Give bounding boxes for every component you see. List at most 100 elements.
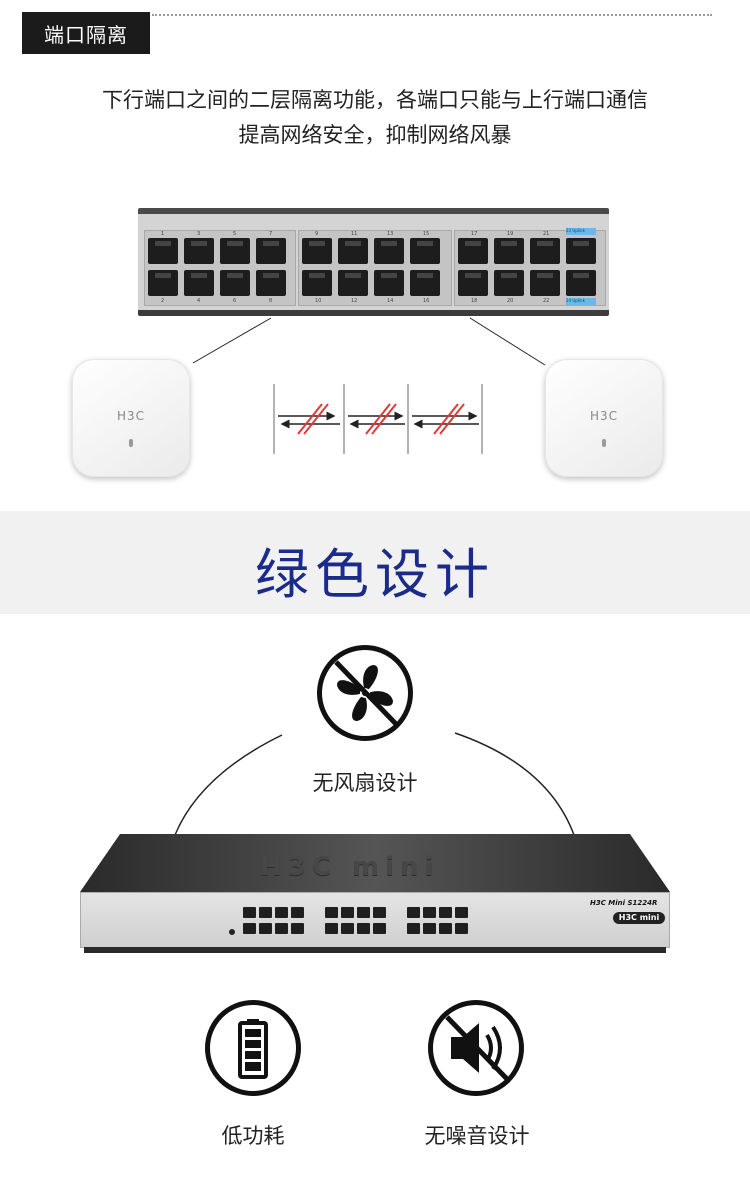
switch-brand-badge: H3C mini: [613, 912, 665, 924]
ethernet-port: [256, 238, 286, 264]
ethernet-port: [325, 907, 338, 918]
port-number: 7: [269, 231, 273, 237]
port-number: 22: [543, 298, 550, 304]
port-number: 2: [161, 298, 165, 304]
uplink-label: 24 Uplink: [566, 298, 596, 305]
port-number: 18: [471, 298, 478, 304]
ethernet-port: [256, 270, 286, 296]
ethernet-port: [302, 238, 332, 264]
port-number: 14: [387, 298, 394, 304]
ethernet-port: [566, 238, 596, 264]
ethernet-port: [407, 923, 420, 934]
port-number: 12: [351, 298, 358, 304]
switch-top-cover: [80, 834, 670, 892]
ethernet-port: [259, 907, 272, 918]
blocked-link-1: [278, 403, 340, 435]
no-fan-icon: [317, 645, 413, 741]
blocked-link-2: [348, 403, 405, 435]
ethernet-port: [275, 907, 288, 918]
uplink-label: 23 Uplink: [566, 228, 596, 235]
port-number: 10: [315, 298, 322, 304]
ethernet-port: [410, 238, 440, 264]
section-band: [0, 511, 750, 614]
battery-icon: [205, 1000, 301, 1096]
port-number: 16: [423, 298, 430, 304]
ethernet-port: [423, 907, 436, 918]
ethernet-port: [291, 923, 304, 934]
switch-engraved-logo: H3C mini: [260, 852, 440, 882]
ethernet-port: [243, 907, 256, 918]
ethernet-port: [439, 907, 452, 918]
ethernet-port: [325, 923, 338, 934]
ethernet-port: [455, 907, 468, 918]
ethernet-port: [220, 238, 250, 264]
ethernet-port: [341, 923, 354, 934]
ethernet-port: [455, 923, 468, 934]
feature-description-line2: 提高网络安全，抑制网络风暴: [238, 123, 512, 147]
connection-lines: [192, 317, 546, 366]
port-number: 3: [197, 231, 201, 237]
ethernet-port: [530, 238, 560, 264]
switch-front-panel: [80, 892, 670, 948]
port-number: 17: [471, 231, 478, 237]
ethernet-port: [373, 923, 386, 934]
port-number: 5: [233, 231, 237, 237]
ethernet-port: [458, 238, 488, 264]
ethernet-port: [439, 923, 452, 934]
port-number: 1: [161, 231, 165, 237]
ap-brand-logo: H3C: [116, 409, 146, 423]
access-point-right: H3C: [545, 359, 663, 477]
port-number: 21: [543, 231, 550, 237]
ap-led: [129, 439, 133, 447]
port-number: 13: [387, 231, 394, 237]
ethernet-port: [148, 270, 178, 296]
access-point-left: H3C: [72, 359, 190, 477]
port-number: 20: [507, 298, 514, 304]
port-number: 19: [507, 231, 514, 237]
ethernet-port: [220, 270, 250, 296]
mute-speaker-icon: [428, 1000, 524, 1096]
ethernet-port: [494, 238, 524, 264]
power-led: [229, 929, 235, 935]
ethernet-port: [357, 907, 370, 918]
ethernet-port: [243, 923, 256, 934]
ethernet-port: [302, 270, 332, 296]
port-number: 6: [233, 298, 237, 304]
ethernet-port: [259, 923, 272, 934]
ethernet-port: [275, 923, 288, 934]
port-number: 15: [423, 231, 430, 237]
port-number: 9: [315, 231, 319, 237]
switch-model-label: H3C Mini S1224R: [590, 899, 658, 907]
dotted-divider: [152, 14, 712, 16]
ethernet-port: [530, 270, 560, 296]
ethernet-port: [338, 270, 368, 296]
port-number: 8: [269, 298, 273, 304]
ethernet-port: [494, 270, 524, 296]
ethernet-port: [423, 923, 436, 934]
ethernet-port: [374, 270, 404, 296]
ethernet-port: [338, 238, 368, 264]
ethernet-port: [373, 907, 386, 918]
port-number: 4: [197, 298, 201, 304]
connector-arcs: [174, 732, 575, 836]
ethernet-port: [184, 238, 214, 264]
ethernet-port: [291, 907, 304, 918]
ethernet-port: [458, 270, 488, 296]
ap-brand-logo: H3C: [589, 409, 619, 423]
section-title: 绿色设计: [255, 543, 495, 606]
ethernet-port: [566, 270, 596, 296]
section-tag: 端口隔离: [22, 12, 150, 54]
ethernet-port: [407, 907, 420, 918]
ethernet-port: [374, 238, 404, 264]
isolation-diagram: [273, 384, 483, 454]
ethernet-port: [148, 238, 178, 264]
blocked-link-3: [412, 403, 479, 435]
ethernet-port: [357, 923, 370, 934]
ethernet-port: [410, 270, 440, 296]
feature-description-line1: 下行端口之间的二层隔离功能，各端口只能与上行端口通信: [102, 88, 648, 112]
port-number: 11: [351, 231, 358, 237]
ap-led: [602, 439, 606, 447]
fanless-label: 无风扇设计: [312, 771, 418, 795]
low-power-label: 低功耗: [221, 1124, 285, 1148]
